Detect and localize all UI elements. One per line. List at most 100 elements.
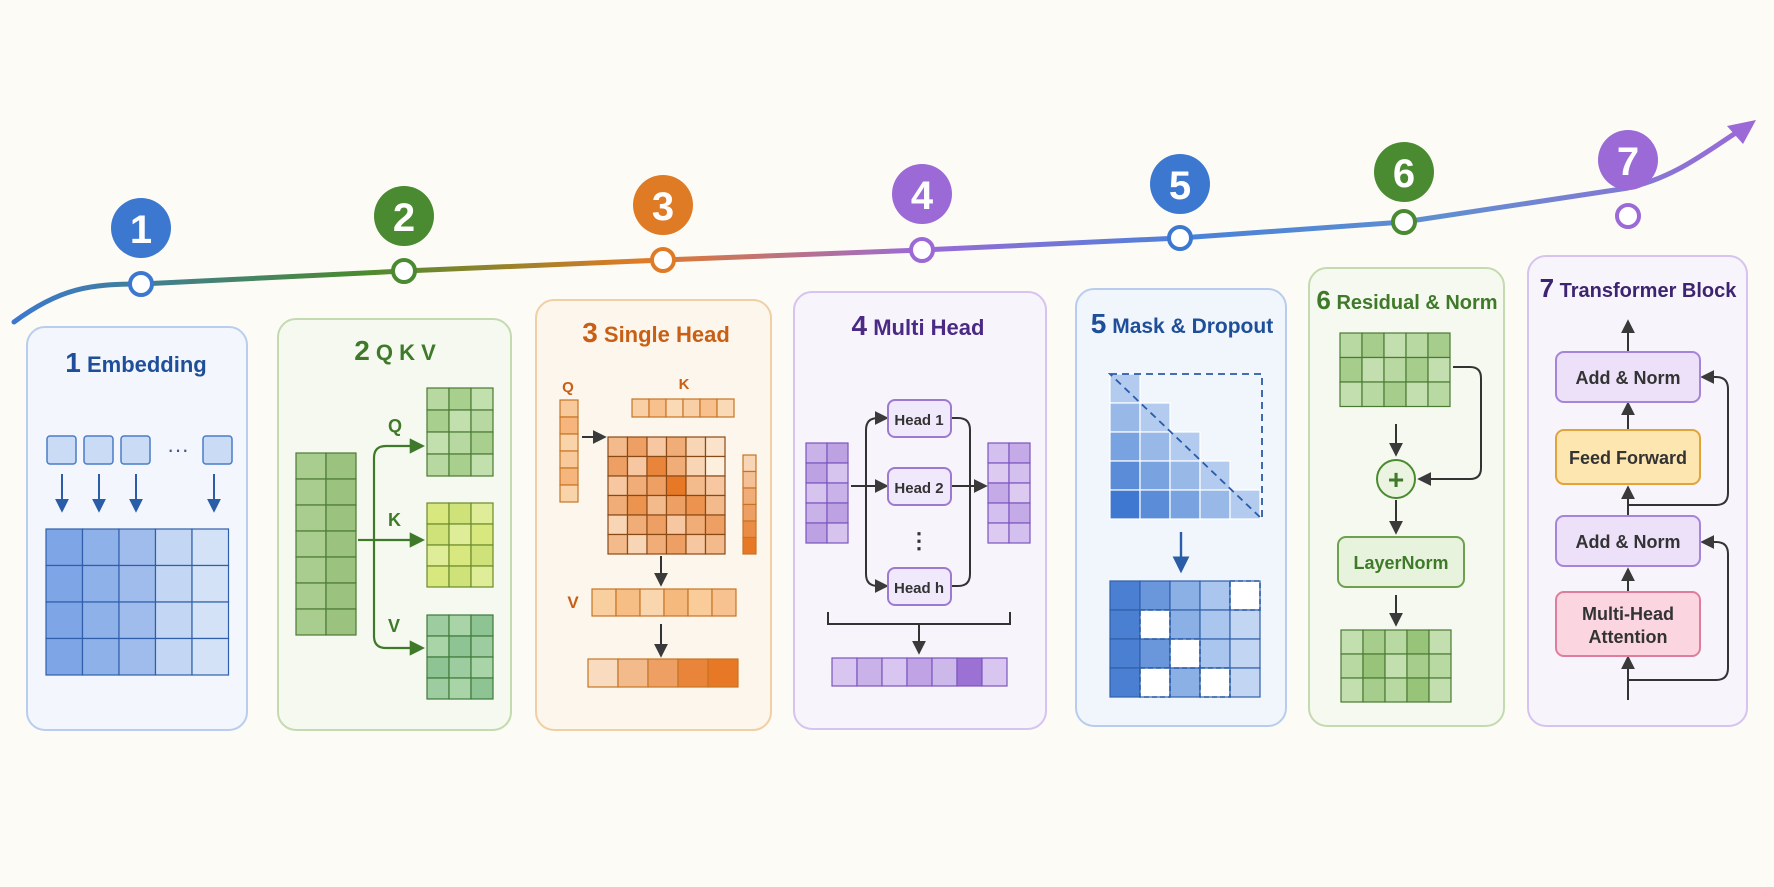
single-head-label-v: V [567, 593, 579, 612]
single-head-arrows [582, 430, 668, 658]
embedding-cell [81, 564, 120, 603]
v-cell [426, 656, 450, 679]
input-cell [295, 504, 327, 532]
softmax-cell [742, 503, 757, 522]
score-cell [685, 494, 707, 516]
k-cell [699, 398, 718, 418]
step-badge-number: 6 [1393, 152, 1415, 196]
token-box [83, 435, 114, 465]
dropout-cell [1169, 580, 1201, 611]
step-badge [1374, 142, 1434, 202]
dropout-cell [1199, 609, 1231, 640]
input-cell [1339, 356, 1363, 383]
input-cell [295, 530, 327, 558]
output-cell [1008, 442, 1031, 464]
q-cell [426, 453, 450, 477]
input-cell [325, 556, 357, 584]
input-cell [826, 462, 849, 484]
embedding-cell [154, 601, 193, 640]
timeline-node [650, 247, 676, 273]
input-cell [295, 608, 327, 636]
mask-cell [1169, 460, 1201, 491]
k-cell [470, 565, 494, 588]
score-cell [626, 514, 648, 536]
input-cell [1427, 381, 1451, 408]
token-box [202, 435, 233, 465]
k-cell [426, 544, 450, 567]
softmax-cell [742, 520, 757, 539]
output-cell [987, 442, 1010, 464]
score-cell [626, 436, 648, 458]
concat-cell [931, 657, 958, 687]
single-head-label-k: K [679, 376, 690, 393]
embedding-cell [154, 528, 193, 567]
dropout-cell [1169, 667, 1201, 698]
score-cell [665, 475, 687, 497]
block-arrows [1621, 319, 1729, 700]
score-cell [704, 455, 726, 477]
q-matrix [426, 387, 494, 477]
q-cell [470, 387, 494, 411]
k-matrix [426, 502, 494, 588]
embedding-cell [81, 528, 120, 567]
embedding-cell [154, 564, 193, 603]
k-cell [470, 523, 494, 546]
multi-head-output-stack [987, 442, 1031, 544]
multi-head-attention-label-2: Attention [1589, 627, 1668, 647]
input-cell [1383, 332, 1407, 359]
dropout-cell [1229, 667, 1261, 698]
dropout-cell [1199, 638, 1231, 669]
concat-cell [981, 657, 1008, 687]
output-cell [1406, 629, 1430, 655]
k-cell [426, 565, 450, 588]
step-badge [374, 186, 434, 246]
step-badge-number: 4 [911, 174, 934, 218]
multi-head-input [805, 442, 849, 544]
v-cell [470, 656, 494, 679]
v-cell [448, 614, 472, 637]
head-boxes: Head 1 Head 2 ⋮ Head h [887, 399, 952, 606]
k-cell [448, 565, 472, 588]
input-cell [1427, 356, 1451, 383]
k-cell [470, 502, 494, 525]
k-cell [665, 398, 684, 418]
input-cell [1361, 381, 1385, 408]
output-cell [1340, 653, 1364, 679]
qkv-input-matrix [295, 452, 357, 636]
output-cell [1008, 502, 1031, 524]
softmax-cell [742, 487, 757, 506]
mh-merge-1 [951, 417, 971, 486]
k-cell [448, 502, 472, 525]
score-cell [646, 494, 668, 516]
embedding-cell [45, 637, 84, 676]
step-badge-number: 5 [1169, 164, 1191, 208]
output-cell [987, 522, 1010, 544]
mask-cell [1199, 489, 1231, 520]
qkv-arrows [358, 438, 426, 656]
add-circle [1376, 459, 1416, 499]
panel-7-transformer-block: Add & Norm Feed Forward Add & Norm Multi… [1555, 319, 1729, 700]
input-cell [1427, 332, 1451, 359]
score-cell [607, 533, 629, 555]
v-cell [426, 635, 450, 658]
step-badge [1150, 154, 1210, 214]
k-cell [648, 398, 667, 418]
score-cell [646, 436, 668, 458]
timeline-node [1615, 203, 1641, 229]
dropout-cell [1139, 638, 1171, 669]
input-cell [805, 442, 828, 464]
score-cell [626, 494, 648, 516]
head-h-box [887, 567, 952, 606]
input-cell [325, 582, 357, 610]
embedding-cell [45, 528, 84, 567]
panel-5-mask-dropout [1107, 373, 1263, 698]
input-cell [826, 502, 849, 524]
input-cell [1361, 332, 1385, 359]
score-cell [685, 533, 707, 555]
output-cell [987, 502, 1010, 524]
dropout-cell [1229, 638, 1261, 669]
output-cell [707, 658, 739, 688]
q-cell [559, 450, 579, 469]
q-cell [559, 433, 579, 452]
panel-6-residual-norm: + LayerNorm [1337, 332, 1482, 703]
